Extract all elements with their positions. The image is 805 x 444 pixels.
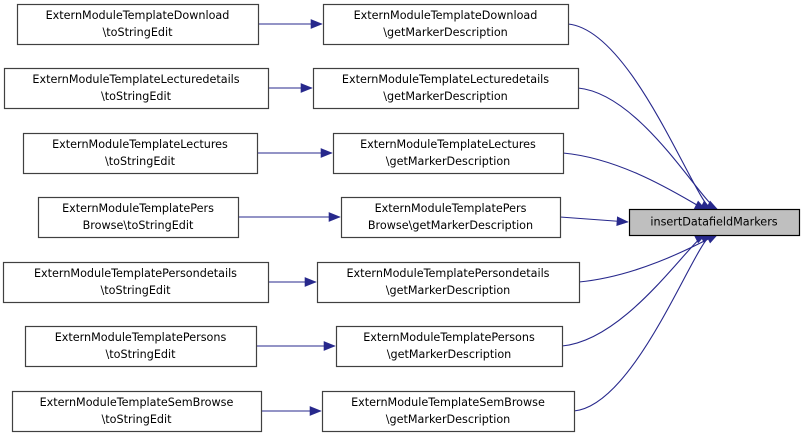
edge-M3-to-insertDatafieldMarkers-line — [562, 152, 707, 211]
node-caller-5-label-line2: \toStringEdit — [100, 284, 171, 297]
node-caller-1-label-line1: ExternModuleTemplateDownload — [46, 9, 230, 22]
node-caller-4-label-line1: ExternModuleTemplatePers — [62, 202, 214, 215]
node-caller-2-label-line1: ExternModuleTemplateLecturedetails — [32, 73, 239, 86]
edge-M4-to-insertDatafieldMarkers — [559, 216, 629, 227]
edge-M2-to-insertDatafieldMarkers-line — [577, 87, 719, 211]
node-marker-desc-4[interactable]: ExternModuleTemplatePersBrowse\getMarker… — [340, 196, 562, 239]
node-marker-desc-2-box[interactable] — [312, 67, 580, 110]
node-marker-desc-3[interactable]: ExternModuleTemplateLectures \getMarkerDe… — [332, 132, 565, 175]
edge-M4-to-insertDatafieldMarkers-line — [559, 216, 629, 223]
node-caller-3-box[interactable] — [22, 132, 259, 175]
nodes-layer: ExternModuleTemplateDownload \toStringEdi… — [2, 3, 801, 433]
node-marker-desc-7-box[interactable] — [321, 390, 576, 433]
edge-L3-to-M3 — [257, 148, 333, 158]
edge-M3-to-insertDatafieldMarkers — [562, 152, 707, 211]
node-marker-desc-6-label-line2: \getMarkerDescription — [387, 348, 512, 361]
edge-M1-to-insertDatafieldMarkers — [567, 23, 713, 211]
node-marker-desc-3-box[interactable] — [332, 132, 565, 175]
node-target-insert-datafield-markers[interactable]: insertDatafieldMarkers — [628, 208, 801, 237]
node-caller-7-label-line2: \toStringEdit — [101, 413, 172, 426]
node-marker-desc-7-label-line2: \getMarkerDescription — [386, 413, 511, 426]
node-marker-desc-3-label-line1: ExternModuleTemplateLectures — [360, 138, 536, 151]
node-caller-7-box[interactable] — [11, 390, 263, 433]
node-caller-2-label-line2: \toStringEdit — [101, 90, 172, 103]
node-marker-desc-7-label-line1: ExternModuleTemplateSemBrowse — [351, 396, 545, 409]
node-caller-5[interactable]: ExternModuleTemplatePersondetails \toStri… — [2, 261, 270, 304]
edge-M4-to-insertDatafieldMarkers-arrowhead — [616, 216, 629, 227]
edge-M7-to-insertDatafieldMarkers — [573, 233, 713, 412]
node-caller-1-box[interactable] — [16, 3, 260, 46]
node-marker-desc-1-box[interactable] — [322, 3, 570, 46]
node-target-insert-datafield-markers-label: insertDatafieldMarkers — [650, 216, 777, 229]
edge-L3-to-M3-arrowhead — [320, 148, 333, 158]
node-marker-desc-4-label-line2: Browse\getMarkerDescription — [368, 219, 533, 232]
node-caller-3-label-line2: \toStringEdit — [105, 155, 176, 168]
node-caller-7[interactable]: ExternModuleTemplateSemBrowse \toStringEd… — [11, 390, 263, 433]
node-marker-desc-7[interactable]: ExternModuleTemplateSemBrowse \getMarkerD… — [321, 390, 576, 433]
edge-L5-to-M5 — [268, 277, 317, 287]
node-caller-5-label-line1: ExternModuleTemplatePersondetails — [34, 267, 237, 280]
edge-M2-to-insertDatafieldMarkers — [577, 87, 719, 211]
node-marker-desc-3-label-line2: \getMarkerDescription — [386, 155, 511, 168]
node-caller-6-label-line1: ExternModuleTemplatePersons — [55, 331, 227, 344]
node-marker-desc-5-box[interactable] — [316, 261, 581, 304]
node-caller-1-label-line2: \toStringEdit — [102, 26, 173, 39]
node-marker-desc-2-label-line1: ExternModuleTemplateLecturedetails — [342, 73, 549, 86]
node-caller-5-box[interactable] — [2, 261, 270, 304]
edge-L4-to-M4-arrowhead — [328, 212, 341, 222]
edges-layer — [238, 19, 719, 416]
node-caller-2-box[interactable] — [3, 67, 270, 110]
node-marker-desc-5[interactable]: ExternModuleTemplatePersondetails \getMar… — [316, 261, 581, 304]
node-caller-1[interactable]: ExternModuleTemplateDownload \toStringEdi… — [16, 3, 260, 46]
node-caller-4-label-line2: Browse\toStringEdit — [83, 219, 194, 232]
node-marker-desc-2[interactable]: ExternModuleTemplateLecturedetails \getMa… — [312, 67, 580, 110]
node-marker-desc-4-label-line1: ExternModuleTemplatePers — [375, 202, 527, 215]
node-marker-desc-5-label-line1: ExternModuleTemplatePersondetails — [346, 267, 549, 280]
edge-L6-to-M6-arrowhead — [323, 341, 336, 351]
edge-L4-to-M4 — [238, 212, 341, 222]
node-marker-desc-6[interactable]: ExternModuleTemplatePersons \getMarkerDes… — [335, 325, 564, 368]
edge-L7-to-M7-arrowhead — [309, 406, 322, 416]
edge-L1-to-M1 — [258, 19, 323, 29]
edge-L2-to-M2 — [268, 83, 313, 93]
edge-L1-to-M1-arrowhead — [310, 19, 323, 29]
node-marker-desc-1[interactable]: ExternModuleTemplateDownload \getMarkerDe… — [322, 3, 570, 46]
node-caller-7-label-line1: ExternModuleTemplateSemBrowse — [40, 396, 234, 409]
node-caller-6-box[interactable] — [24, 325, 258, 368]
edge-M1-to-insertDatafieldMarkers-line — [567, 23, 713, 211]
node-caller-3[interactable]: ExternModuleTemplateLectures \toStringEdi… — [22, 132, 259, 175]
node-caller-4-box[interactable] — [37, 196, 240, 239]
node-marker-desc-1-label-line2: \getMarkerDescription — [383, 26, 508, 39]
node-caller-3-label-line1: ExternModuleTemplateLectures — [52, 138, 228, 151]
edge-M2-to-insertDatafieldMarkers-arrowhead — [705, 200, 719, 211]
edge-M7-to-insertDatafieldMarkers-line — [573, 233, 713, 412]
node-caller-6-label-line2: \toStringEdit — [105, 348, 176, 361]
node-target-insert-datafield-markers-box[interactable] — [628, 208, 801, 237]
node-marker-desc-2-label-line2: \getMarkerDescription — [383, 90, 508, 103]
node-marker-desc-5-label-line2: \getMarkerDescription — [386, 284, 511, 297]
node-caller-6[interactable]: ExternModuleTemplatePersons \toStringEdit — [24, 325, 258, 368]
node-marker-desc-6-box[interactable] — [335, 325, 564, 368]
edge-L2-to-M2-arrowhead — [300, 83, 313, 93]
edge-L6-to-M6 — [256, 341, 336, 351]
edge-L7-to-M7 — [261, 406, 322, 416]
node-marker-desc-1-label-line1: ExternModuleTemplateDownload — [354, 9, 538, 22]
node-caller-4[interactable]: ExternModuleTemplatePersBrowse\toStringE… — [37, 196, 240, 239]
edge-L5-to-M5-arrowhead — [304, 277, 317, 287]
node-marker-desc-4-box[interactable] — [340, 196, 562, 239]
node-caller-2[interactable]: ExternModuleTemplateLecturedetails \toStr… — [3, 67, 270, 110]
node-marker-desc-6-label-line1: ExternModuleTemplatePersons — [363, 331, 535, 344]
